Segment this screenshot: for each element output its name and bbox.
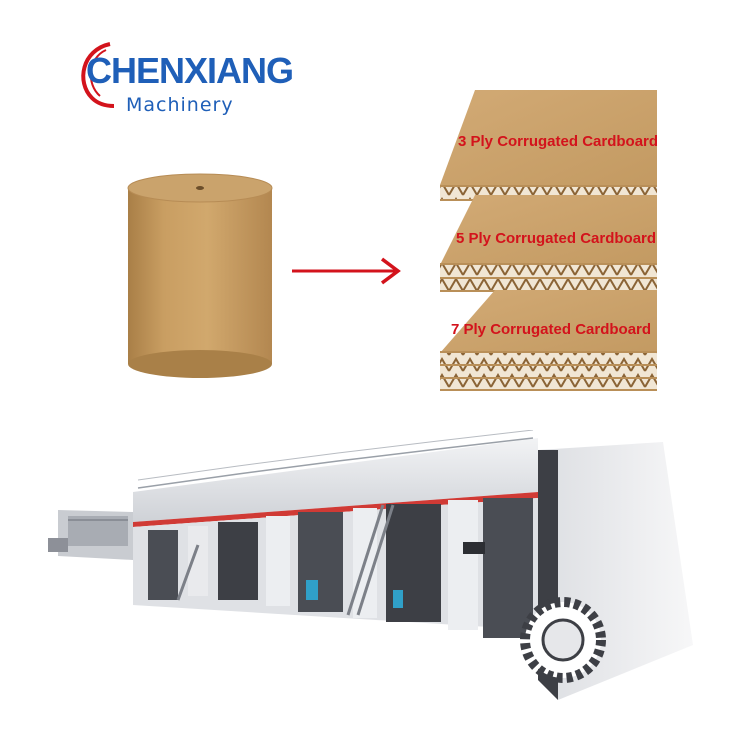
control-screen (306, 580, 318, 600)
logo-subtitle: Machinery (126, 94, 234, 116)
red-arrow-icon (292, 257, 401, 285)
logo-brand-name: CHENXIANG (86, 50, 294, 91)
board-7-ply (440, 290, 657, 391)
panel-badge (463, 542, 485, 554)
board-5-ply (440, 195, 657, 292)
label-3-ply: 3 Ply Corrugated Cardboard (458, 133, 659, 150)
feeder-section (48, 510, 133, 560)
label-7-ply: 7 Ply Corrugated Cardboard (451, 321, 652, 338)
corrugated-board-stack (440, 90, 657, 391)
corrugated-production-line (48, 430, 693, 700)
machine-units (133, 498, 538, 638)
access-stairs (176, 504, 395, 616)
control-screen (393, 590, 403, 608)
logo-swoosh-icon (81, 42, 115, 108)
label-5-ply: 5 Ply Corrugated Cardboard (456, 230, 657, 247)
top-bridge (133, 430, 538, 527)
kraft-paper-roll (127, 173, 273, 378)
brand-logo: CHENXIANG Machinery (76, 36, 294, 126)
front-drive-unit (520, 442, 693, 700)
